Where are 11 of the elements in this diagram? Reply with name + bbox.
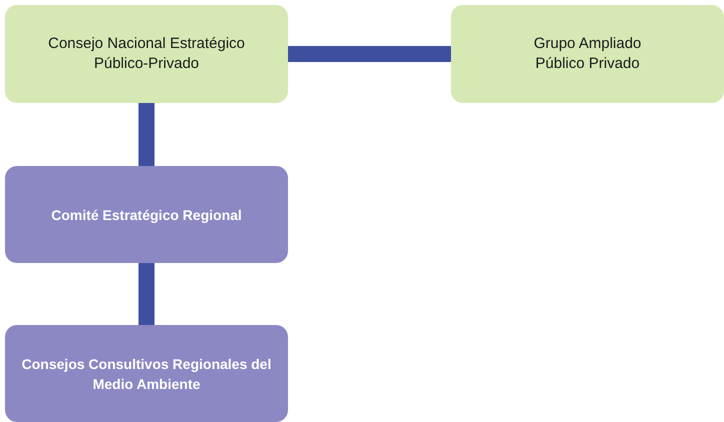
committee-box [5,325,288,422]
council-box [451,5,724,103]
node-text: Grupo Ampliado Público Privado [532,34,642,74]
node-text: Consejo Nacional Estratégico Público-Privado [47,34,246,74]
council-box [5,5,288,103]
node-text: Comité Estratégico Regional [51,206,242,224]
connector-line [288,46,451,62]
connector-line [138,263,154,325]
committee-box [5,166,288,263]
node-text: Consejos Consultivos Regionales del Medio Ambiente [20,354,272,394]
connector-line [138,103,154,166]
